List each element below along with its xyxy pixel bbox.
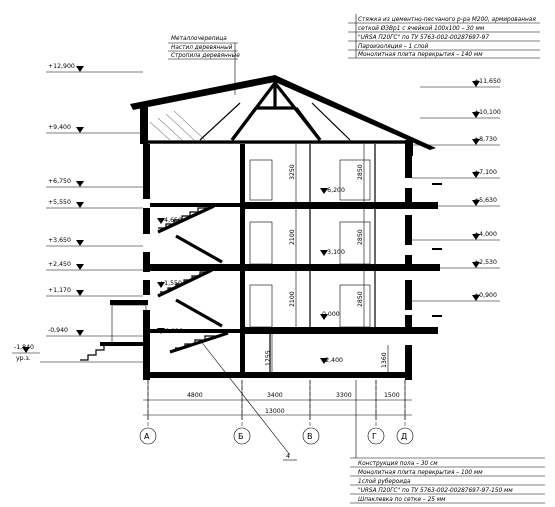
roof [130, 75, 436, 156]
dimension: 1755 [265, 350, 272, 366]
note-line: "URSA П20ГС" по ТУ 5763-002-00287697-97-… [358, 488, 513, 494]
structure [143, 144, 442, 380]
stairs [40, 203, 229, 363]
axis-label: А [144, 432, 150, 441]
level-mark: +0,900 [474, 292, 497, 299]
note-line: 1слой рубероида [358, 479, 411, 485]
level-mark: +1,170 [48, 287, 71, 294]
level-mark: -2,400 [323, 357, 343, 364]
dimension: 3300 [336, 392, 352, 399]
axis-bubble [396, 427, 414, 445]
floor-construction-notes: Конструкция пола – 30 см Монолитная плит… [350, 380, 545, 504]
right-level-markers: +11,650 +10,100 +8,730 +7,100 +5,630 +4,… [412, 78, 501, 302]
axis-label: Г [372, 432, 377, 441]
level-mark: +2,530 [474, 259, 497, 266]
overall-dimension: 13000 [265, 408, 285, 415]
section-leader: 4 [199, 339, 297, 461]
level-mark: -0,940 [48, 327, 68, 334]
dimension: 1500 [384, 392, 400, 399]
horizontal-dimensions: 4800 3400 3300 1500 13000 [143, 380, 412, 420]
inner-level-markers: +4,650 +1,550 -0,920 +6,200 +3,100 0,000… [157, 187, 345, 364]
level-mark: -1,840 [14, 344, 34, 351]
axis-bubble [302, 427, 320, 445]
axis-label: Б [238, 432, 244, 441]
vertical-dimensions: 3250 2850 2100 2850 2100 2850 1755 1360 [265, 144, 389, 372]
level-mark: +6,750 [48, 178, 71, 185]
level-mark: 0,000 [322, 311, 340, 318]
floor-slab-notes: Стяжка из цементно-песчаного р-ра М200, … [348, 14, 540, 59]
level-mark: +4,650 [159, 217, 182, 224]
dimension: 2850 [357, 291, 364, 307]
level-mark: +3,650 [48, 237, 71, 244]
axis-bubble [139, 427, 157, 445]
note-line: Стропила деревянные [171, 53, 240, 59]
note-line: Металлочерепица [171, 36, 227, 42]
note-line: "URSA П20ГС" по ТУ 5763-002-00287697-97 [358, 35, 489, 41]
axis-label: Д [401, 432, 407, 441]
axis-label: В [307, 432, 313, 441]
level-mark: +11,650 [474, 78, 501, 85]
note-line: сеткой Ø3Вр1 с ячейкой 100х100 – 30 мм [358, 25, 485, 32]
grid-axes: А Б В Г Д [139, 380, 414, 445]
level-mark: +10,100 [474, 109, 501, 116]
dimension: 2100 [289, 291, 296, 307]
level-mark: -0,920 [163, 328, 183, 335]
dimension: 2850 [357, 164, 364, 180]
level-mark: +9,400 [48, 124, 71, 131]
level-mark: +12,900 [48, 63, 75, 70]
left-level-markers: +12,900 +9,400 +6,750 +5,550 +3,650 +2,4… [12, 63, 143, 362]
dimension: 4800 [187, 392, 203, 399]
dimension: 3250 [289, 164, 296, 180]
note-line: Стяжка из цементно-песчаного р-ра М200, … [358, 17, 536, 23]
dimension: 1360 [381, 352, 388, 368]
dimension: 3400 [267, 392, 283, 399]
level-mark: +4,000 [474, 231, 497, 238]
dimension: 2850 [357, 229, 364, 245]
dimension: 2100 [289, 229, 296, 245]
note-line: Настил деревянный [171, 45, 233, 51]
note-line: Монолитная плита перекрытия – 140 мм [358, 52, 483, 58]
level-mark: +8,730 [474, 136, 497, 143]
level-mark: +3,100 [322, 249, 345, 256]
level-mark: +7,100 [474, 169, 497, 176]
level-mark: +5,550 [48, 199, 71, 206]
ground-level-label: ур.з. [16, 355, 31, 362]
note-line: Шпаклевка по сетке – 25 мм [358, 497, 446, 503]
leader-number: 4 [286, 453, 290, 460]
note-line: Пароизоляция – 1 слой [358, 44, 428, 50]
note-line: Монолитная плита перекрытия – 100 мм [358, 470, 483, 476]
level-mark: +2,450 [48, 261, 71, 268]
axis-bubble [233, 427, 251, 445]
note-line: Конструкция пола – 30 см [358, 461, 438, 467]
level-mark: +1,550 [159, 280, 182, 287]
level-mark: +5,630 [474, 197, 497, 204]
level-mark: +6,200 [322, 187, 345, 194]
axis-bubble [367, 427, 385, 445]
